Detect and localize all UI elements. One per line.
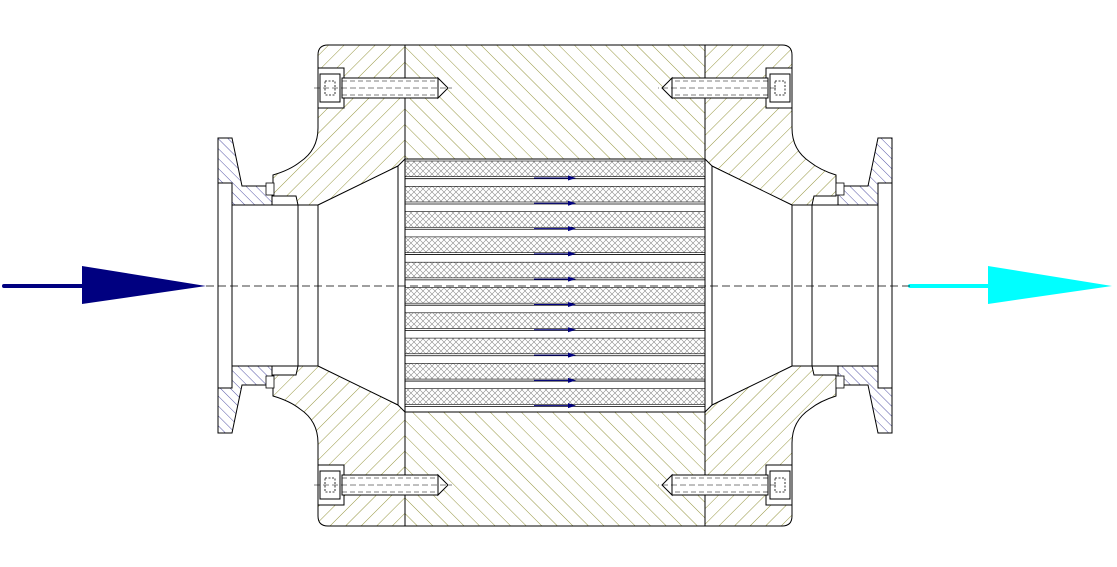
outlet-clamp-ferrule [812, 137, 893, 434]
flow-arrow-icon [534, 251, 576, 257]
socket-head-bolt-icon [658, 464, 793, 506]
flow-arrow-icon [534, 301, 576, 307]
mesh-band [404, 363, 706, 380]
bolt-group [314, 67, 793, 506]
mesh-band [404, 337, 706, 355]
flow-arrow-icon [534, 226, 576, 232]
flow-arrow-icon [534, 175, 576, 181]
outlet-arrow-icon [908, 266, 1112, 304]
mesh-band [404, 312, 706, 329]
mesh-band [404, 261, 706, 279]
socket-head-bolt-icon [658, 67, 793, 109]
honeycomb-filter-core [404, 158, 706, 413]
mesh-band [404, 388, 706, 405]
inlet-arrow-icon [2, 266, 206, 304]
mesh-band [404, 287, 706, 304]
mesh-band [404, 211, 706, 228]
flow-arrow-icon [534, 200, 576, 206]
flow-arrow-icon [534, 327, 576, 333]
flow-arrow-icon [534, 276, 576, 282]
mesh-band [404, 186, 706, 203]
flow-arrow-icon [534, 403, 576, 409]
flow-arrow-icon [534, 377, 576, 383]
mesh-band [404, 236, 706, 253]
socket-head-bolt-icon [314, 67, 452, 109]
mesh-band [404, 160, 706, 177]
flow-arrow-icon [534, 352, 576, 358]
socket-head-bolt-icon [314, 464, 452, 506]
inlet-clamp-ferrule [217, 137, 298, 434]
